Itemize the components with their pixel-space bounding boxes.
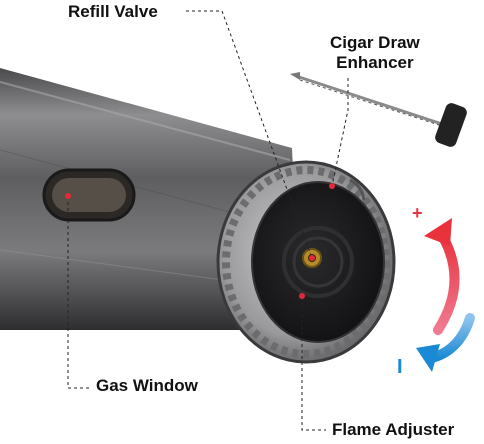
leader-flame-adjuster bbox=[301, 296, 326, 431]
minus-sign: I bbox=[397, 356, 403, 378]
callout-leaders bbox=[67, 10, 349, 431]
refill-valve-label: Refill Valve bbox=[68, 2, 158, 21]
leader-refill-valve bbox=[186, 10, 313, 259]
leader-gas-window bbox=[67, 196, 92, 389]
cigar-draw-enhancer bbox=[290, 72, 467, 147]
gas-window-label: Gas Window bbox=[96, 376, 198, 395]
marker-gas-window bbox=[65, 193, 71, 199]
callout-markers bbox=[65, 183, 335, 299]
leader-cigar-draw bbox=[331, 78, 349, 187]
cigar-draw-label-line1: Cigar Draw bbox=[330, 33, 420, 52]
decrease-arrow bbox=[416, 313, 475, 372]
marker-flame-adjuster bbox=[299, 293, 305, 299]
marker-cigar-draw bbox=[329, 183, 335, 189]
plus-sign: + bbox=[412, 203, 423, 223]
flame-adjuster-label: Flame Adjuster bbox=[332, 420, 455, 439]
increase-arrow bbox=[424, 218, 460, 335]
marker-refill-valve bbox=[309, 255, 315, 261]
cigar-draw-enhancer-label: Cigar Draw Enhancer bbox=[330, 33, 420, 73]
gas-window bbox=[42, 168, 136, 222]
cigar-draw-label-line2: Enhancer bbox=[336, 53, 414, 72]
